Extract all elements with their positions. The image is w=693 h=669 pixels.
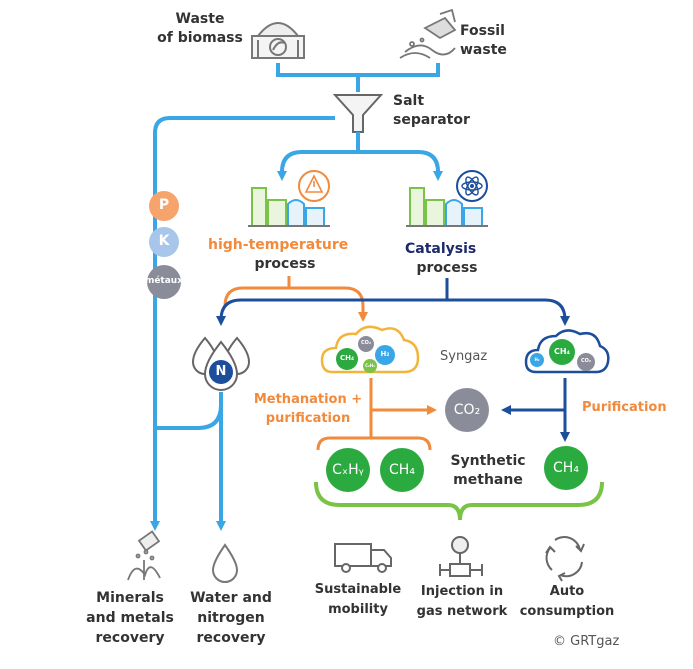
cxhy-label: CₓHᵧ: [332, 462, 364, 478]
high-temp-sub-label: process: [254, 256, 316, 272]
minerals-label: Minerals and metals recovery: [86, 590, 174, 646]
minerals-line: [153, 116, 335, 525]
catalysis-label: Catalysis: [405, 241, 477, 257]
syngaz-mol-co2: CO₂: [360, 340, 372, 346]
auto-label: Auto consumption: [519, 584, 615, 619]
fossil-label: Fossil waste: [460, 23, 507, 58]
nitrogen-drops-icon: [191, 336, 251, 391]
syngaz-mol-ch4: CH₄: [339, 354, 355, 362]
gas-network-icon: [439, 536, 483, 577]
water-label: Water and nitrogen recovery: [190, 590, 272, 646]
ch4-label-right: CH₄: [553, 460, 579, 476]
n-label: N: [215, 364, 227, 379]
nitrogen-to-minerals-line: [155, 404, 223, 430]
high-temp-split: [223, 286, 368, 322]
syngaz-mol-h2: H₂: [380, 350, 390, 358]
co2-label: CO₂: [453, 402, 481, 418]
syngaz-cloud-right: [524, 329, 610, 374]
fossil-waste-icon: [399, 8, 457, 59]
separator-label: Salt separator: [393, 93, 470, 128]
catalysis-sub-label: process: [416, 260, 478, 276]
truck-icon: [334, 543, 392, 573]
metals-label: métaux: [144, 276, 184, 286]
biomass-label: Waste of biomass: [157, 11, 243, 46]
methanation-label: Methanation + purification: [253, 392, 363, 426]
syngaz-mol-c2h4: C₂H₄: [365, 363, 375, 368]
k-circle: [149, 227, 179, 257]
high-temp-label: high-temperature: [208, 237, 349, 253]
funnel-icon: [332, 94, 384, 133]
high-temp-plant-icon: [248, 170, 330, 227]
p-label: P: [158, 197, 170, 213]
ch4-label-left: CH₄: [389, 462, 415, 478]
recycle-icon: [545, 536, 585, 582]
credit-label: © GRTgaz: [553, 634, 620, 649]
metals-circle: [147, 265, 181, 299]
input-merge-line: [276, 63, 440, 77]
mobility-label: Sustainable mobility: [314, 582, 402, 617]
ch4-circle-left: [380, 448, 424, 492]
co2-circle: [445, 388, 489, 432]
syngaz-cloud-left: [320, 325, 420, 374]
methanation-split: [316, 436, 432, 451]
catalysis-split: [219, 298, 570, 326]
output-bracket: [314, 481, 604, 521]
separator-split-line: [280, 150, 440, 173]
k-label: K: [158, 233, 170, 249]
catalysis-plant-icon: [406, 170, 488, 227]
biomass-plant-icon: [251, 22, 305, 59]
syngaz-right-co2: CO₂: [580, 358, 592, 364]
water-drop-icon: [211, 543, 239, 583]
syngaz-label: Syngaz: [440, 349, 488, 364]
injection-label: Injection in gas network: [416, 584, 508, 619]
cxhy-circle: [326, 448, 370, 492]
purification-label: Purification: [582, 400, 667, 415]
minerals-icon: [127, 530, 161, 581]
ch4-circle-right: [544, 446, 588, 490]
synthetic-methane-label: Synthetic methane: [450, 453, 526, 488]
p-circle: [149, 191, 179, 221]
syngaz-right-h2: H₂: [534, 357, 540, 362]
syngaz-right-ch4: CH₄: [553, 347, 571, 356]
